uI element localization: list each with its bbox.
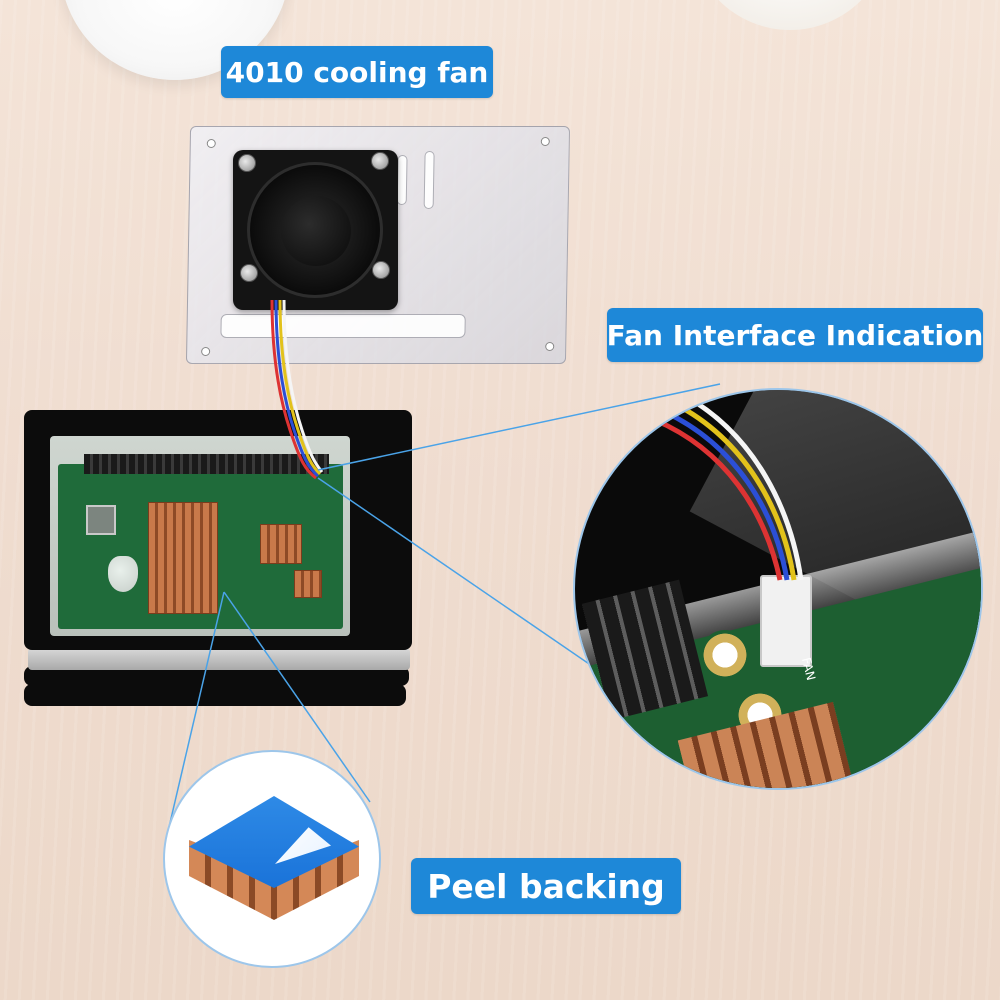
copper-heatsink [260, 524, 302, 564]
callout-line [223, 591, 371, 803]
gpio-header [84, 454, 329, 474]
screw [238, 154, 256, 172]
copper-heatsink [148, 502, 218, 614]
fan-label: 4010 cooling fan [221, 46, 493, 98]
fan-wire [274, 299, 320, 478]
case-layer [24, 684, 406, 706]
fan-wire [278, 299, 322, 476]
zoom-thermal-pad [163, 750, 381, 968]
zoom-fan-interface: FAN [573, 388, 983, 790]
fan-wire [270, 299, 317, 480]
connector-wires [654, 393, 804, 581]
fan-wire [282, 299, 324, 473]
raspberry-pi-case [24, 410, 412, 710]
case-layer [24, 666, 409, 686]
case-top-layer [24, 410, 412, 650]
mount-hole [700, 630, 750, 680]
callout-line [165, 591, 225, 841]
cooling-fan [233, 150, 398, 310]
case-clear-layer [28, 648, 410, 670]
fan-hub [281, 196, 351, 266]
screw [240, 264, 258, 282]
chip [86, 505, 116, 535]
callout-line [317, 383, 721, 471]
raspberry-logo-icon [108, 556, 138, 592]
fan-interface-label: Fan Interface Indication [607, 308, 983, 362]
screw [371, 152, 389, 170]
copper-heatsink [294, 570, 322, 598]
peel-backing-label: Peel backing [411, 858, 681, 914]
fan-blades [247, 162, 383, 298]
screw [372, 261, 390, 279]
